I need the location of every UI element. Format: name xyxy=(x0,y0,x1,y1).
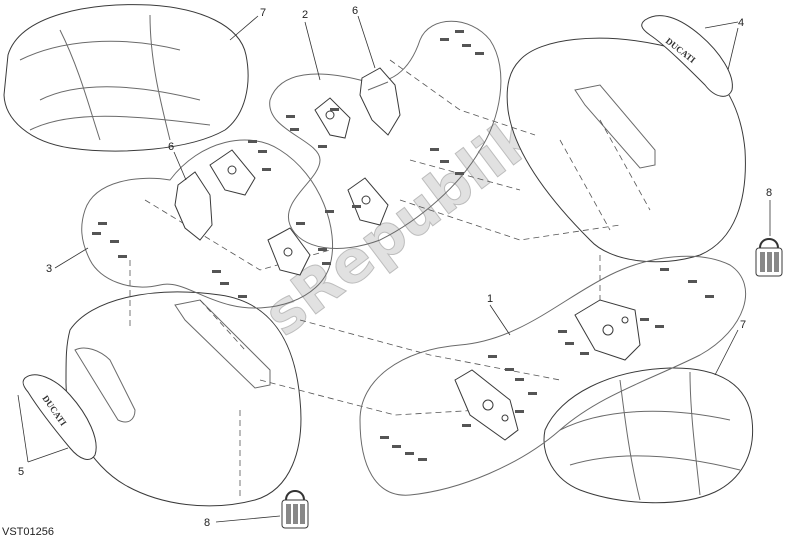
callout-3: 3 xyxy=(46,263,52,275)
callout-1: 1 xyxy=(487,293,493,305)
group-outline-1 xyxy=(359,255,747,496)
pannier-left xyxy=(65,291,302,507)
callout-7-bottom: 7 xyxy=(740,319,746,331)
cover-bottom-right xyxy=(543,367,754,504)
cover-top-left xyxy=(3,4,249,152)
callout-2: 2 xyxy=(302,9,308,21)
badge-bottom-left: DUCATI xyxy=(22,374,97,460)
callout-4: 4 xyxy=(738,17,744,29)
latch-lower-left xyxy=(267,227,311,276)
lock-housing-left xyxy=(454,369,519,441)
bracket-plate-left xyxy=(174,171,213,241)
callout-8-right: 8 xyxy=(766,187,772,199)
latch-upper xyxy=(314,97,351,139)
pannier-right xyxy=(506,37,746,263)
callout-8-bottom: 8 xyxy=(204,517,210,529)
screw-set xyxy=(92,30,714,461)
drawing-code: VST01256 xyxy=(2,526,54,538)
padlock-bottom-icon xyxy=(281,490,309,529)
callout-6-left: 6 xyxy=(168,141,174,153)
bracket-plate-upper xyxy=(359,67,401,136)
group-outline-3 xyxy=(81,139,334,309)
lock-housing-right xyxy=(574,299,641,361)
latch-mid xyxy=(347,177,389,226)
callout-6-upper: 6 xyxy=(352,5,358,17)
padlock-right-icon xyxy=(755,238,783,277)
callout-5: 5 xyxy=(18,466,24,478)
latch-left xyxy=(209,149,256,196)
callout-7-top: 7 xyxy=(260,7,266,19)
